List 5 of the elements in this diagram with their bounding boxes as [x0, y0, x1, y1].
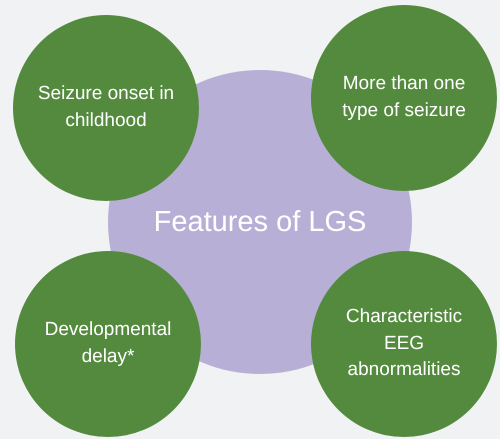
title-text: Features of LGS [154, 204, 366, 240]
feature-text: Characteristic EEG abnormalities [344, 305, 464, 382]
feature-text: More than one type of seizure [341, 72, 467, 123]
feature-text: Seizure onset in childhood [36, 82, 176, 133]
feature-text: Developmental delay* [44, 318, 172, 369]
